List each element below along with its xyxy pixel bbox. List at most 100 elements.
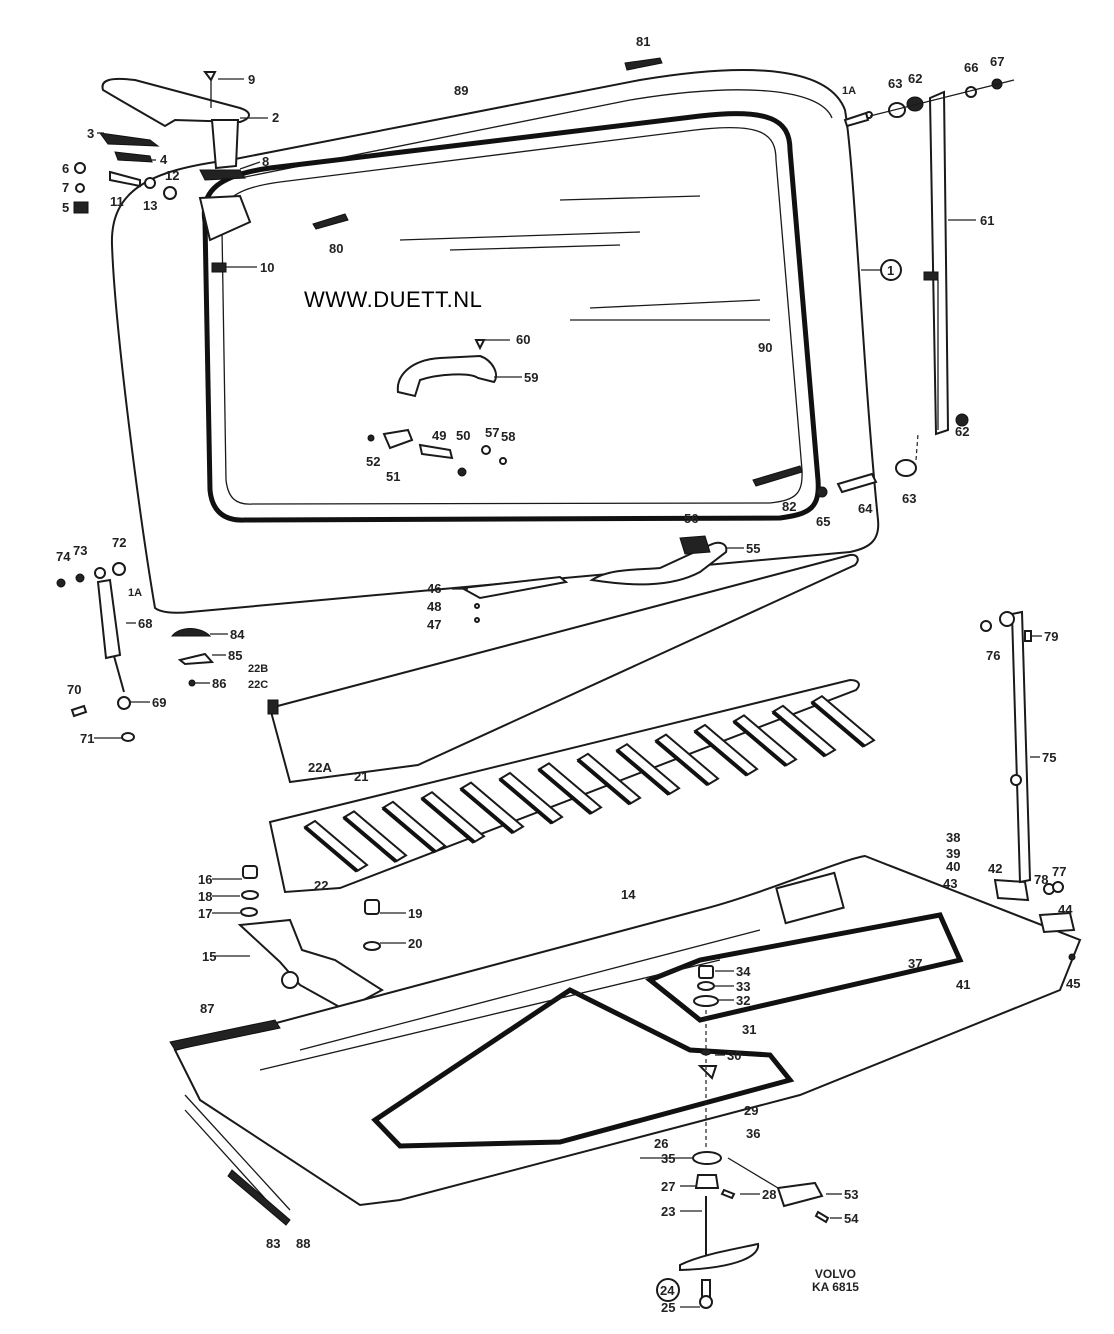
callout-63-top: 63 (888, 76, 902, 91)
callout-22: 22 (314, 878, 328, 893)
callout-49: 49 (432, 428, 446, 443)
latch-plate-46 (458, 575, 569, 623)
callout-37: 37 (908, 956, 922, 971)
callout-66: 66 (964, 60, 978, 75)
callout-83: 83 (266, 1236, 280, 1251)
callout-1a-top: 1A (842, 85, 856, 97)
part-80-strip (312, 213, 349, 230)
callout-76: 76 (986, 648, 1000, 663)
latch-link-parts (367, 428, 507, 477)
callout-71: 71 (80, 731, 94, 746)
callout-82: 82 (782, 499, 796, 514)
callout-15: 15 (202, 949, 216, 964)
callout-4: 4 (160, 152, 168, 167)
callout-27: 27 (661, 1179, 675, 1194)
callout-2: 2 (272, 110, 279, 125)
louver-shadow (420, 796, 476, 844)
inner-grab-handle-59 (396, 339, 498, 398)
callout-61: 61 (980, 213, 994, 228)
callout-23: 23 (661, 1204, 675, 1219)
louver-shadow (342, 815, 398, 863)
callout-80: 80 (329, 241, 343, 256)
callout-31: 31 (742, 1022, 756, 1037)
callout-1-circle (880, 259, 902, 281)
callout-59: 59 (524, 370, 538, 385)
website-watermark: WWW.DUETT.NL (304, 287, 483, 312)
callout-43: 43 (943, 876, 957, 891)
callout-19: 19 (408, 906, 422, 921)
callout-60: 60 (516, 332, 530, 347)
callout-72: 72 (112, 535, 126, 550)
callout-34: 34 (736, 964, 751, 979)
callout-9: 9 (248, 72, 255, 87)
callout-24: 24 (660, 1283, 675, 1298)
callout-13: 13 (143, 198, 157, 213)
callout-84: 84 (230, 627, 245, 642)
callout-38: 38 (946, 830, 960, 845)
callout-74: 74 (56, 549, 71, 564)
callout-62-top: 62 (908, 71, 922, 86)
callout-57: 57 (485, 425, 499, 440)
louver-shadow (381, 806, 437, 854)
outer-handle-55 (589, 535, 728, 586)
louver-shadow (537, 767, 593, 815)
diagram-code: VOLVO KA 6815 (812, 1268, 859, 1294)
hinge-bracket-assembly (73, 71, 252, 273)
callout-14: 14 (621, 887, 636, 902)
louver-shadow (810, 700, 866, 748)
callout-58: 58 (501, 429, 515, 444)
callout-25: 25 (661, 1300, 675, 1315)
callout-44: 44 (1058, 902, 1073, 917)
louver-shadow (498, 777, 554, 825)
callout-labels: 9 2 3 4 8 6 7 5 11 13 12 10 89 80 81 1A … (56, 34, 1080, 1315)
louver-shadow (732, 719, 788, 767)
callout-65: 65 (816, 514, 830, 529)
callout-22a: 22A (308, 760, 332, 775)
callout-41: 41 (956, 977, 970, 992)
callout-62-bot: 62 (955, 424, 969, 439)
callout-73: 73 (73, 543, 87, 558)
callout-55: 55 (746, 541, 760, 556)
callout-17: 17 (198, 906, 212, 921)
callout-78: 78 (1034, 872, 1048, 887)
callout-26: 26 (654, 1136, 668, 1151)
louvered-panel-22 (268, 678, 876, 894)
callout-1a-left: 1A (128, 587, 142, 599)
callout-12: 12 (165, 168, 179, 183)
hinge-cover-84 (170, 628, 215, 687)
callout-53: 53 (844, 1187, 858, 1202)
callout-20: 20 (408, 936, 422, 951)
callout-77: 77 (1052, 864, 1066, 879)
callout-68: 68 (138, 616, 152, 631)
callout-88: 88 (296, 1236, 310, 1251)
callout-24-circle (656, 1278, 680, 1302)
callout-16: 16 (198, 872, 212, 887)
callout-52: 52 (366, 454, 380, 469)
floor-panel-21 (267, 553, 859, 784)
callout-6: 6 (62, 161, 69, 176)
gas-strut-68 (56, 562, 135, 742)
lock-mechanism-parts (679, 965, 760, 1309)
callout-1: 1 (887, 263, 894, 278)
window-glass-89 (201, 111, 821, 523)
louver-shadow (771, 710, 827, 758)
callout-28: 28 (762, 1187, 776, 1202)
lock-body-53 (727, 1157, 830, 1224)
callout-40: 40 (946, 859, 960, 874)
callout-46: 46 (427, 581, 441, 596)
callout-22c: 22C (248, 679, 268, 691)
callout-18: 18 (198, 889, 212, 904)
callout-70: 70 (67, 682, 81, 697)
part-81-strip (624, 57, 663, 71)
callout-90: 90 (758, 340, 772, 355)
callout-30: 30 (727, 1048, 741, 1063)
lower-strut-parts (752, 433, 919, 498)
callout-85: 85 (228, 648, 242, 663)
louver-shadow (576, 758, 632, 806)
callout-87: 87 (200, 1001, 214, 1016)
callout-64: 64 (858, 501, 873, 516)
hinge-15 (237, 865, 384, 1012)
louver-shadow (693, 729, 749, 777)
callout-8: 8 (262, 154, 269, 169)
tailgate-window-frame (110, 69, 880, 614)
